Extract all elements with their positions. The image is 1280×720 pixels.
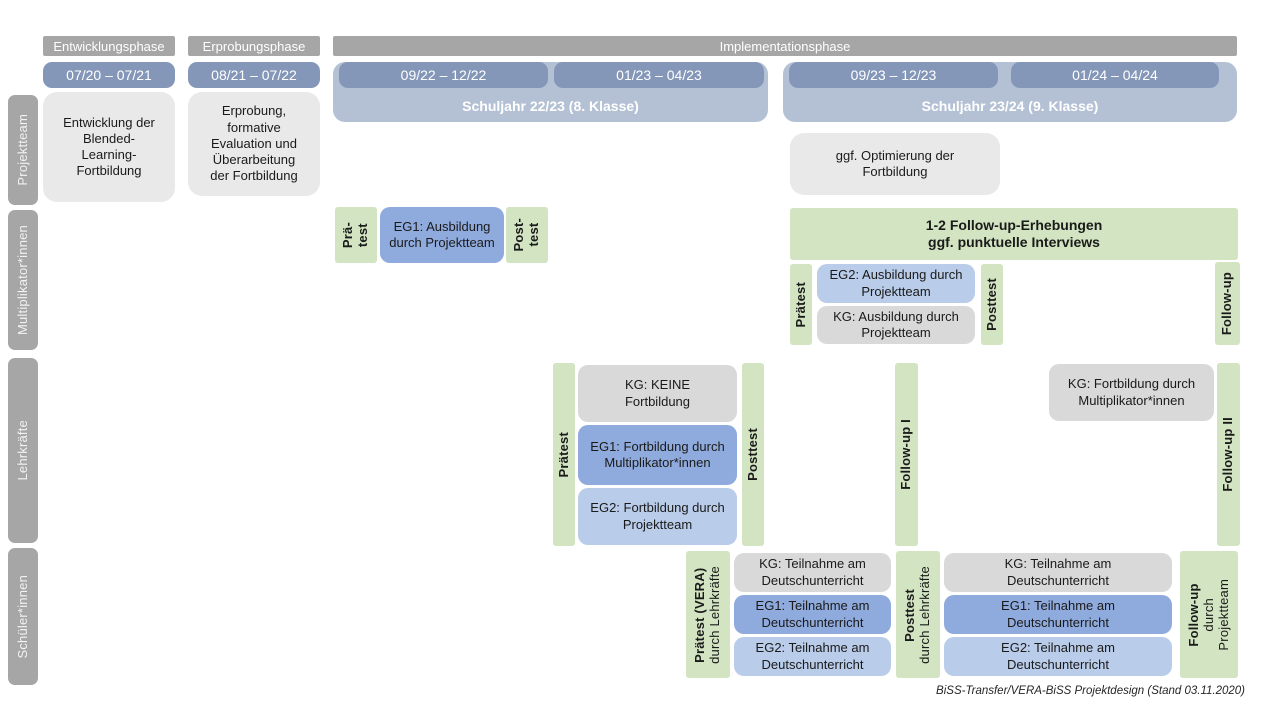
box-eg1-teilnahme-2: EG1: Teilnahme am Deutschunterricht <box>944 595 1172 634</box>
box-eg1-fortbildung-multiplikatoren: EG1: Fortbildung durch Multiplikator*inn… <box>578 425 737 485</box>
praetest-vera-sub: durch Lehrkräfte <box>707 565 722 664</box>
followup-schueler-label: Follow-up <box>1185 582 1201 647</box>
school-year-label-22-23: Schuljahr 22/23 (8. Klasse) <box>462 98 639 114</box>
phase-bar-implementationsphase: Implementationsphase <box>333 36 1237 56</box>
posttest-schueler-sub: durch Lehrkräfte <box>917 565 932 664</box>
followup-schueler-sub2: Projektteam <box>1215 578 1231 651</box>
box-optimierung-fortbildung: ggf. Optimierung der Fortbildung <box>790 133 1000 195</box>
bar-followup-multiplikatoren: Follow-up <box>1215 262 1240 345</box>
bar-praetest-vera-schueler: Prätest (VERA) durch Lehrkräfte <box>686 551 730 678</box>
bar-posttest-multiplikatoren-2: Posttest <box>981 264 1003 345</box>
sidebar-label-lehrkraefte: Lehrkräfte <box>14 420 30 481</box>
bar-praetest-multiplikatoren-1: Prä- test <box>335 207 377 263</box>
posttest2-label: Posttest <box>983 278 999 331</box>
bar-posttest-schueler: Posttest durch Lehrkräfte <box>896 551 940 678</box>
bar-posttest-multiplikatoren-1: Post- test <box>506 207 548 263</box>
box-followup-erhebungen: 1-2 Follow-up-Erhebungen ggf. punktuelle… <box>790 208 1238 260</box>
praetest-line2: test <box>355 223 370 247</box>
phase-bar-entwicklungsphase: Entwicklungsphase <box>43 36 175 56</box>
period-pill-0922-1222: 09/22 – 12/22 <box>339 62 548 88</box>
bar-praetest-multiplikatoren-2: Prätest <box>790 264 812 345</box>
box-kg-teilnahme-1: KG: Teilnahme am Deutschunterricht <box>734 553 891 592</box>
posttest-lehrkraefte-label: Posttest <box>744 428 760 481</box>
box-erprobung-evaluation: Erprobung, formative Evaluation und Über… <box>188 92 320 196</box>
bar-praetest-lehrkraefte: Prätest <box>553 363 575 546</box>
bar-followup-schueler: Follow-up durch Projektteam <box>1180 551 1238 678</box>
box-kg-fortbildung-multiplikatoren: KG: Fortbildung durch Multiplikator*inne… <box>1049 364 1214 421</box>
box-kg-ausbildung-projektteam: KG: Ausbildung durch Projektteam <box>817 306 975 344</box>
praetest-lehrkraefte-label: Prätest <box>555 431 571 478</box>
box-eg2-teilnahme-1: EG2: Teilnahme am Deutschunterricht <box>734 637 891 676</box>
bar-followup1-lehrkraefte: Follow-up I <box>895 363 918 546</box>
followup2-label: Follow-up II <box>1220 417 1236 492</box>
praetest2-label: Prätest <box>792 281 808 328</box>
followup-bar-label: Follow-up <box>1219 271 1235 336</box>
bar-followup2-lehrkraefte: Follow-up II <box>1217 363 1240 546</box>
box-eg1-ausbildung-projektteam: EG1: Ausbildung durch Projektteam <box>380 207 504 263</box>
period-pill-0923-1223: 09/23 – 12/23 <box>789 62 998 88</box>
period-pill-0720-0721: 07/20 – 07/21 <box>43 62 175 88</box>
box-eg2-fortbildung-projektteam: EG2: Fortbildung durch Projektteam <box>578 488 737 545</box>
box-entwicklung-fortbildung: Entwicklung der Blended-Learning-Fortbil… <box>43 92 175 202</box>
followup-schueler-sub1: durch <box>1200 597 1216 632</box>
period-pill-0821-0722: 08/21 – 07/22 <box>188 62 320 88</box>
praetest-line1: Prä- <box>340 221 356 249</box>
period-pill-0124-0424: 01/24 – 04/24 <box>1011 62 1219 88</box>
posttest-schueler-label: Posttest <box>902 588 918 641</box>
box-eg2-ausbildung-projektteam: EG2: Ausbildung durch Projektteam <box>817 264 975 303</box>
school-year-label-23-24: Schuljahr 23/24 (9. Klasse) <box>921 98 1099 114</box>
phase-bar-erprobungsphase: Erprobungsphase <box>188 36 320 56</box>
followup1-label: Follow-up I <box>898 419 914 490</box>
sidebar-label-multiplikatorinnen: Multiplikator*innen <box>14 224 30 336</box>
box-eg1-teilnahme-1: EG1: Teilnahme am Deutschunterricht <box>734 595 891 634</box>
sidebar-label-projektteam: Projektteam <box>14 114 30 186</box>
praetest-vera-label: Prätest (VERA) <box>692 566 708 663</box>
box-eg2-teilnahme-2: EG2: Teilnahme am Deutschunterricht <box>944 637 1172 676</box>
sidebar-row-multiplikatorinnen: Multiplikator*innen <box>8 210 38 350</box>
posttest-line2: test <box>526 223 541 247</box>
period-pill-0123-0423: 01/23 – 04/23 <box>554 62 764 88</box>
sidebar-row-schuelerinnen: Schüler*innen <box>8 548 38 685</box>
posttest-line1: Post- <box>511 218 527 252</box>
bar-posttest-lehrkraefte: Posttest <box>742 363 764 546</box>
sidebar-row-lehrkraefte: Lehrkräfte <box>8 358 38 543</box>
sidebar-label-schuelerinnen: Schüler*innen <box>14 574 30 659</box>
box-kg-teilnahme-2: KG: Teilnahme am Deutschunterricht <box>944 553 1172 592</box>
box-kg-keine-fortbildung: KG: KEINE Fortbildung <box>578 365 737 422</box>
diagram-caption: BiSS-Transfer/VERA-BiSS Projektdesign (S… <box>936 685 1245 697</box>
sidebar-row-projektteam: Projektteam <box>8 95 38 205</box>
